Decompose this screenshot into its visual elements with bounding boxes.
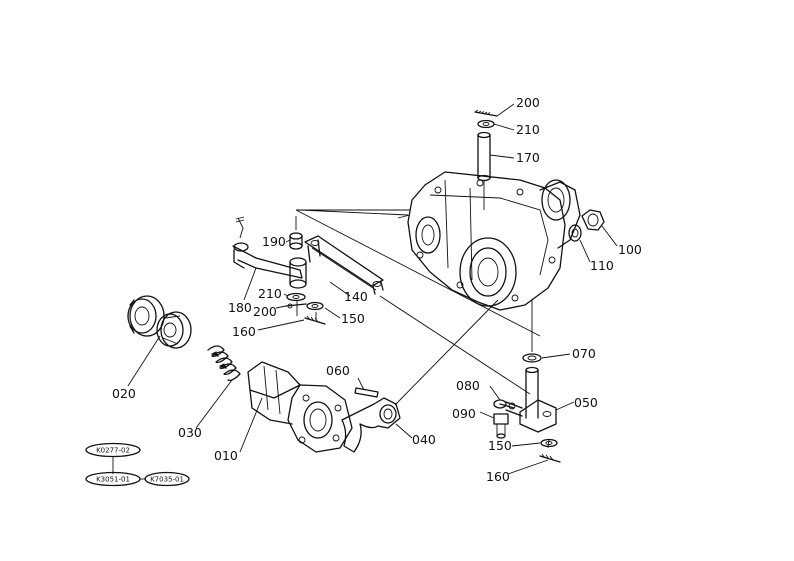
part-210-washer-top [477,119,495,129]
callout-080: 080 [456,378,480,393]
part-150-washer-left [306,301,324,311]
part-020-bearing [127,295,165,337]
part-050-shaft-arm [505,366,557,433]
callout-150: 150 [488,438,512,453]
transmission-housing [397,171,581,311]
callout-210: 210 [516,122,540,137]
callout-210: 210 [258,286,282,301]
code-k0277: K0277-02 [96,447,130,455]
callout-150: 150 [341,311,365,326]
callout-020: 020 [112,386,136,401]
callout-030: 030 [178,425,202,440]
part-080-bolt [493,399,516,410]
callout-060: 060 [326,363,350,378]
callout-050: 050 [574,395,598,410]
callout-090: 090 [452,406,476,421]
part-090-bolt [493,413,509,439]
part-070-washer [522,353,542,363]
assembly-lines [295,180,550,449]
callout-140: 140 [344,289,368,304]
callout-170: 170 [516,150,540,165]
callout-200: 200 [516,95,540,110]
part-100-nut [581,209,605,231]
part-180-arm [232,216,303,279]
part-gear-hub [156,311,192,349]
part-160-pin-right [539,453,561,463]
part-110-washer [568,224,582,242]
part-200-pin-left [285,303,307,309]
callout-110: 110 [590,258,614,273]
callout-160: 160 [486,469,510,484]
callout-070: 070 [572,346,596,361]
code-k7035: K7035-01 [150,476,184,484]
part-040-fork [341,397,401,453]
part-060-key [354,387,379,398]
reference-codes: K0277-02 K3051-01 K7035-01 [85,442,190,487]
part-190-bush [289,232,303,250]
part-200-pin-top [474,109,498,117]
part-010-sleeve [247,361,353,453]
part-160-pin-left [304,315,326,325]
part-210-washer-left [286,292,306,302]
part-030-spring [207,345,241,382]
callout-190: 190 [262,234,286,249]
code-k3051: K3051-01 [96,476,130,484]
callout-100: 100 [618,242,642,257]
callout-180: 180 [228,300,252,315]
callout-200: 200 [253,304,277,319]
callout-040: 040 [412,432,436,447]
part-140-rod [304,235,384,295]
callout-010: 010 [214,448,238,463]
part-block [289,257,307,289]
part-170-shaft [477,131,491,182]
callout-labels: 200 210 170 190 100 110 180 140 210 200 … [112,95,642,484]
callout-leaders [127,103,618,475]
callout-160: 160 [232,324,256,339]
